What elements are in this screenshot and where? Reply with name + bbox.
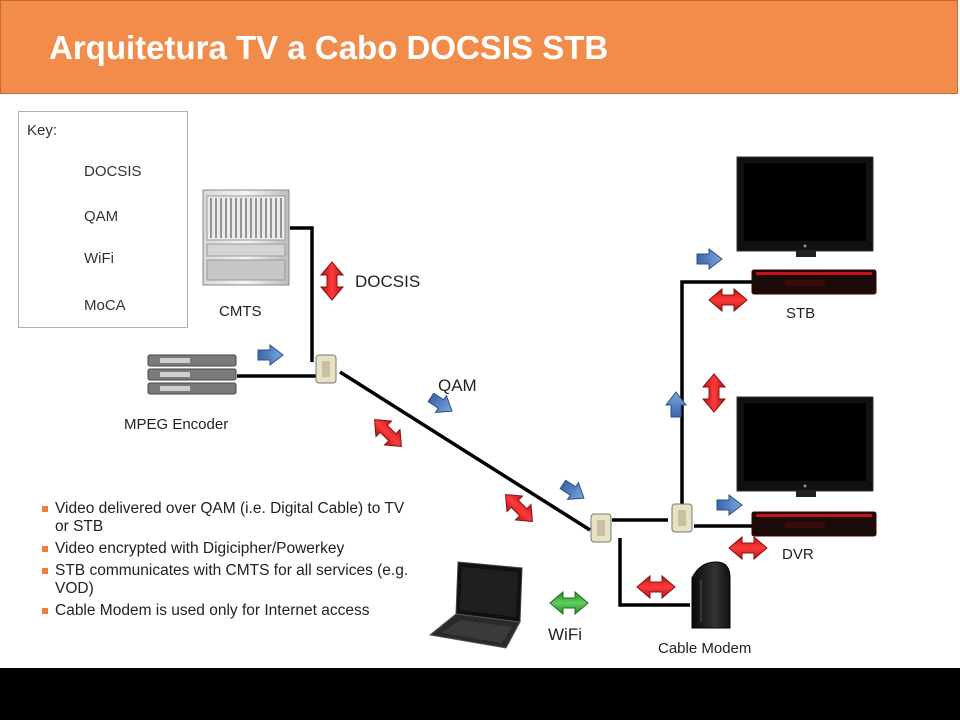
legend-docsis-label: DOCSIS (84, 163, 142, 180)
splitter-head (315, 354, 337, 384)
wifi-link-label: WiFi (548, 625, 582, 644)
slide-title: Arquitetura TV a Cabo DOCSIS STB (49, 29, 609, 66)
mpeg-encoder-label: MPEG Encoder (124, 416, 229, 433)
docsis-arrow-cmts (320, 261, 344, 301)
qam-arrow-dvr (716, 494, 743, 516)
qam-arrow-stb (696, 248, 723, 270)
docsis-arrow-dvr (728, 536, 768, 560)
dvr-box (751, 511, 877, 537)
docsis-link-label: DOCSIS (355, 272, 421, 291)
cable-cmts-splitter (290, 226, 314, 362)
title-bar: Arquitetura TV a Cabo DOCSIS STB (0, 0, 958, 94)
cable-modem-label: Cable Modem (658, 640, 752, 657)
qam-arrow-trunk-lower (556, 475, 590, 507)
splitter-home (590, 513, 612, 543)
legend-wifi-label: WiFi (84, 250, 114, 267)
tv-top (736, 156, 874, 257)
mpeg-encoder-units (147, 354, 237, 395)
qam-arrow-encoder (257, 344, 284, 366)
docsis-arrow-trunk-upper (366, 411, 410, 455)
note-item: Cable Modem is used only for Internet ac… (42, 602, 412, 620)
cable-stb-drop (680, 280, 752, 510)
splitter-tv (671, 503, 693, 533)
footer-bar (0, 668, 960, 720)
cable-modem-drop (618, 538, 690, 607)
legend-qam-label: QAM (84, 208, 119, 225)
tv-bottom (736, 396, 874, 497)
docsis-arrow-modem (636, 575, 676, 599)
notes-list: Video delivered over QAM (i.e. Digital C… (42, 500, 412, 624)
legend-moca-label: MoCA (84, 297, 126, 314)
docsis-arrow-stb (708, 288, 748, 312)
cmts-label: CMTS (219, 303, 262, 320)
qam-link-label: QAM (438, 376, 477, 395)
cable-trunk (339, 370, 591, 532)
note-item: STB communicates with CMTS for all servi… (42, 562, 412, 598)
cmts-chassis (202, 189, 290, 286)
coax-cables (237, 226, 752, 607)
cable-modem-device (691, 561, 731, 629)
wifi-arrow (549, 591, 589, 615)
note-item: Video encrypted with Digicipher/Powerkey (42, 540, 412, 558)
dvr-label: DVR (782, 546, 814, 563)
legend-heading: Key: (27, 122, 58, 139)
note-item: Video delivered over QAM (i.e. Digital C… (42, 500, 412, 536)
docsis-arrow-drop (702, 373, 726, 413)
legend-box: Key: DOCSIS QAM WiFi MoCA (18, 111, 188, 328)
stb-label: STB (786, 305, 816, 322)
laptop (428, 561, 523, 649)
stb-box (751, 269, 877, 295)
